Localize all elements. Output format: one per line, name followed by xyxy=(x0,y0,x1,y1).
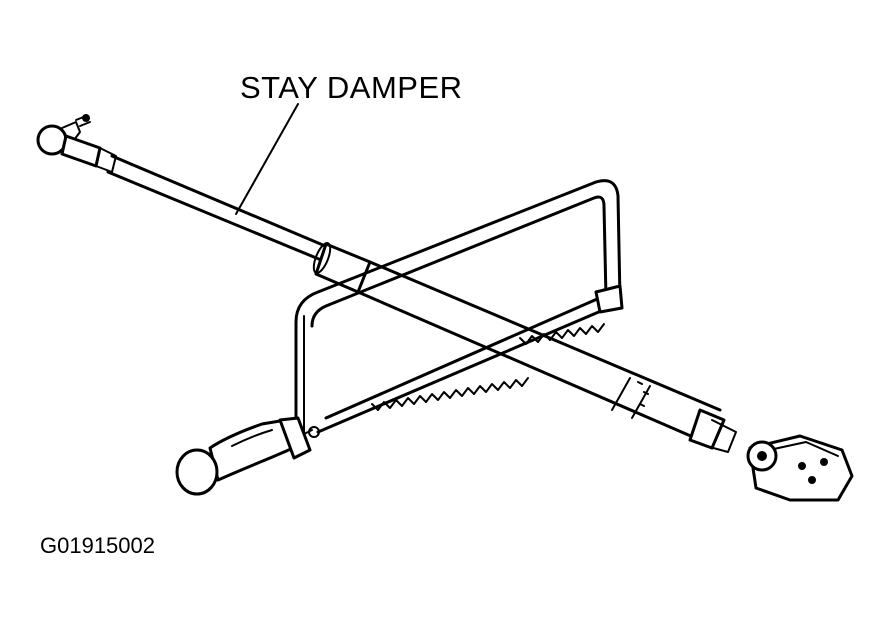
stay-damper-label: STAY DAMPER xyxy=(240,70,463,105)
cylinder-body xyxy=(356,260,722,442)
cut-band xyxy=(611,377,651,419)
stay-damper xyxy=(36,114,854,502)
mounting-bracket xyxy=(746,434,854,502)
saw-handle xyxy=(175,416,312,496)
saw-frame-inner xyxy=(310,195,608,328)
saw-blade xyxy=(308,294,618,438)
figure-id: G01915002 xyxy=(40,533,155,558)
hacksaw xyxy=(175,179,624,496)
tension-knob xyxy=(594,284,624,314)
right-end-fitting xyxy=(688,408,726,450)
piston-rod xyxy=(106,154,332,264)
callout-leader-line xyxy=(235,103,299,215)
left-end-fitting xyxy=(60,134,102,168)
saw-frame xyxy=(294,179,622,448)
